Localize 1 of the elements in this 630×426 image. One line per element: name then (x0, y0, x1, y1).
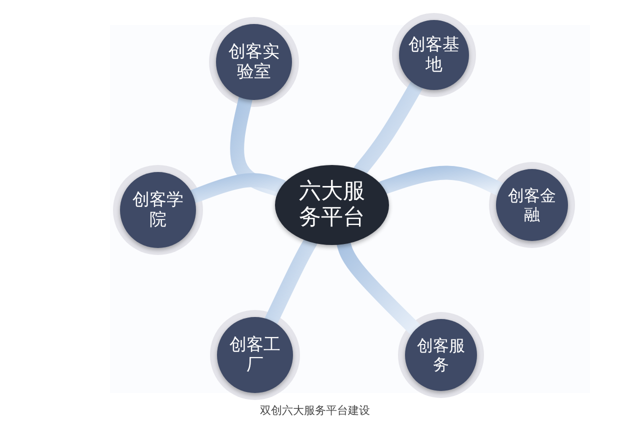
caption: 双创六大服务平台建设 (259, 403, 371, 418)
